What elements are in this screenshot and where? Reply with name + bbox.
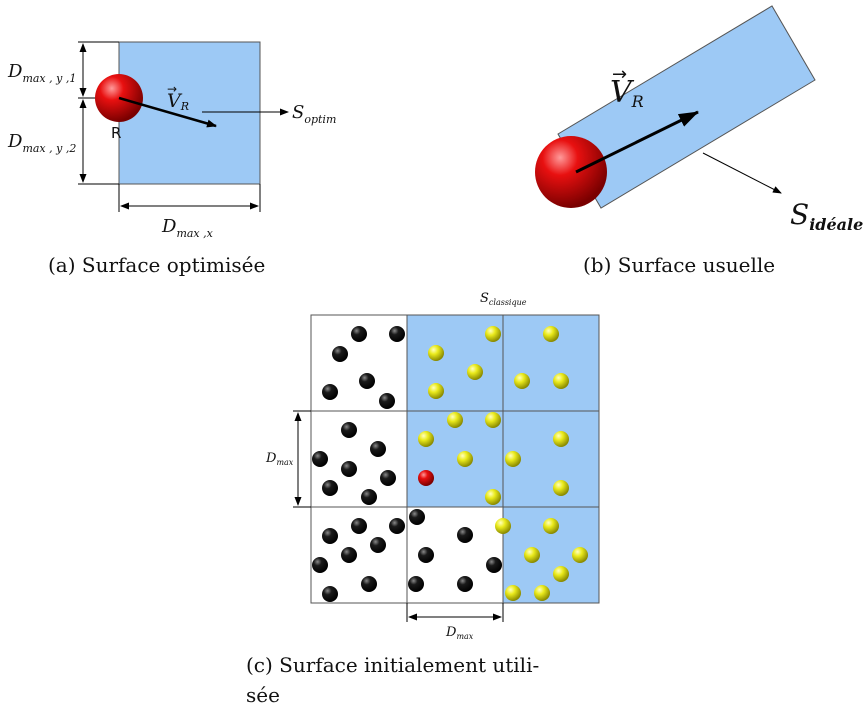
black-particle — [379, 393, 395, 409]
yellow-particle — [505, 585, 521, 601]
surface-ideale-label: Sidéale — [790, 198, 863, 234]
black-particle — [341, 461, 357, 477]
yellow-particle — [534, 585, 550, 601]
black-particle — [389, 326, 405, 342]
yellow-particle — [447, 412, 463, 428]
yellow-particle — [514, 373, 530, 389]
optimized-surface-rect — [118, 41, 261, 185]
black-particle — [418, 547, 434, 563]
yellow-particle — [428, 345, 444, 361]
particle-label: R — [111, 124, 121, 142]
yellow-particle — [553, 431, 569, 447]
dim-x-label: Dmax ,x — [161, 216, 214, 240]
black-particle — [389, 518, 405, 534]
black-particle — [486, 557, 502, 573]
black-particle — [361, 576, 377, 592]
black-particle — [380, 470, 396, 486]
black-particle — [351, 518, 367, 534]
black-particle — [359, 373, 375, 389]
black-particle — [351, 326, 367, 342]
velocity-label-b: VR — [610, 75, 644, 111]
caption-a: (a) Surface optimisée — [48, 253, 265, 277]
surface-classique-label: Sclassique — [480, 291, 527, 307]
yellow-particle — [485, 326, 501, 342]
yellow-particle — [505, 451, 521, 467]
black-particle — [341, 547, 357, 563]
caption-c-line2: sée — [246, 683, 280, 707]
black-particle — [457, 527, 473, 543]
yellow-particle — [428, 383, 444, 399]
dim-y2-label: Dmax , y ,2 — [7, 131, 76, 155]
caption-c-line1: (c) Surface initialement utili- — [246, 653, 539, 677]
yellow-particle — [553, 566, 569, 582]
black-particle — [370, 537, 386, 553]
black-particle — [457, 576, 473, 592]
velocity-label: VR — [167, 90, 189, 113]
vector-overarrow-b: → — [612, 64, 627, 85]
black-particle — [341, 422, 357, 438]
yellow-particle — [418, 431, 434, 447]
red-particle-c — [418, 470, 434, 486]
black-particle — [408, 576, 424, 592]
yellow-particle — [553, 480, 569, 496]
yellow-particle — [543, 326, 559, 342]
panel-a: Dmax , y ,1 Dmax , y ,2 Dmax ,x R VR → S… — [7, 41, 336, 277]
velocity-arrow — [118, 96, 217, 128]
black-particle — [361, 489, 377, 505]
yellow-particle — [572, 547, 588, 563]
black-particle — [322, 384, 338, 400]
yellow-particle — [457, 451, 473, 467]
yellow-particle — [553, 373, 569, 389]
vector-overarrow: → — [167, 82, 177, 96]
dim-left-label: Dmax — [265, 451, 294, 467]
velocity-arrow-b — [575, 110, 699, 174]
panel-c: Sclassique Dmax Dmax — [246, 291, 600, 707]
surface-optim-label: Soptim — [292, 102, 336, 126]
grid-cells — [310, 314, 600, 604]
yellow-particle — [543, 518, 559, 534]
yellow-particle — [495, 518, 511, 534]
red-particle-b — [535, 136, 607, 208]
dim-y1-label: Dmax , y ,1 — [7, 61, 76, 85]
caption-b: (b) Surface usuelle — [583, 253, 775, 277]
dim-bottom-label: Dmax — [445, 625, 474, 641]
black-particle — [322, 586, 338, 602]
yellow-particle — [485, 412, 501, 428]
black-particle — [312, 557, 328, 573]
black-particle — [322, 528, 338, 544]
black-particle — [322, 480, 338, 496]
yellow-particle — [467, 364, 483, 380]
black-particle — [370, 441, 386, 457]
yellow-particle — [485, 489, 501, 505]
yellow-particle — [524, 547, 540, 563]
particles — [312, 326, 588, 602]
panel-b: VR → Sidéale (b) Surface usuelle — [535, 5, 863, 277]
black-particle — [312, 451, 328, 467]
black-particle — [409, 509, 425, 525]
surface-normal-arrow-b — [702, 152, 782, 194]
black-particle — [332, 346, 348, 362]
